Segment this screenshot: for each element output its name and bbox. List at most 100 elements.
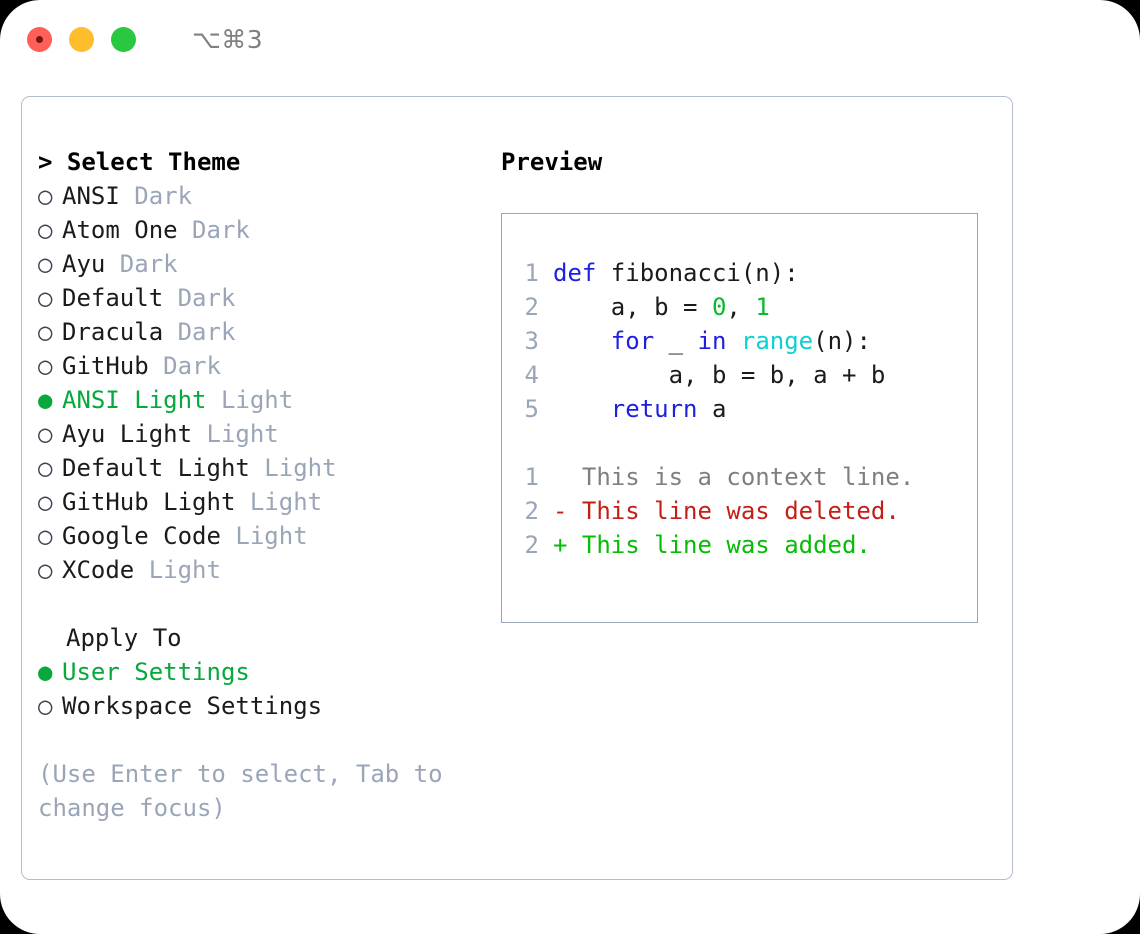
apply-to-row[interactable]: ○Workspace Settings: [38, 689, 498, 723]
theme-variant-label: Light: [235, 488, 323, 516]
radio-unselected-icon[interactable]: ○: [38, 352, 53, 380]
code-token: return: [610, 395, 698, 423]
code-line-text: for _ in range(n):: [553, 324, 871, 358]
code-line-text: a, b = b, a + b: [553, 358, 886, 392]
diff-line-text: + This line was added.: [553, 531, 871, 559]
code-token: fibonacci(n):: [596, 259, 799, 287]
code-token: [726, 327, 740, 355]
apply-to-list[interactable]: ● User Settings ○Workspace Settings: [38, 655, 498, 723]
code-line-number: 2: [524, 293, 539, 321]
code-line-text: a, b = 0, 1: [553, 290, 770, 324]
maximize-window-button[interactable]: [111, 26, 136, 52]
code-line: 4 a, b = b, a + b: [515, 358, 971, 392]
radio-selected-icon[interactable]: ●: [38, 658, 53, 686]
code-line-text: return a: [553, 392, 727, 426]
diff-sample: 1 This is a context line. 2- This line wa…: [515, 460, 971, 562]
theme-row[interactable]: ○ GitHub Dark: [38, 349, 498, 383]
code-token: (n):: [813, 327, 871, 355]
theme-variant-label: Light: [192, 420, 279, 448]
code-line-number: 3: [524, 327, 539, 355]
apply-to-row[interactable]: ● User Settings: [38, 655, 498, 689]
code-line-number: 4: [524, 361, 539, 389]
code-token: 1: [755, 293, 770, 321]
apply-to-label: User Settings: [62, 658, 250, 686]
theme-row[interactable]: ○Ayu Dark: [38, 247, 498, 281]
theme-row[interactable]: ○ Atom One Dark: [38, 213, 498, 247]
list-spacer: [38, 587, 498, 621]
theme-name-label: Default: [62, 284, 164, 312]
code-token: a, b =: [553, 293, 712, 321]
code-token: [553, 327, 611, 355]
theme-name-label: ANSI Light: [62, 386, 207, 414]
code-diff-gap: [515, 426, 971, 460]
theme-name-label: XCode: [62, 556, 135, 584]
close-window-button[interactable]: [27, 26, 52, 52]
code-token: for: [610, 327, 655, 355]
radio-unselected-icon[interactable]: ○: [38, 182, 53, 210]
theme-name-label: Dracula: [62, 318, 164, 346]
diff-line: 2 + This line was added.: [515, 528, 971, 562]
radio-selected-icon[interactable]: ●: [38, 386, 53, 414]
theme-row[interactable]: ○XCode Light: [38, 553, 498, 587]
theme-selector-column: > Select Theme ○ANSI Dark○Atom One Dark○…: [38, 145, 498, 825]
code-token: a: [697, 395, 727, 423]
code-token: [553, 395, 611, 423]
keyboard-shortcut-label: ⌥⌘3: [192, 24, 264, 54]
theme-variant-label: Dark: [105, 250, 178, 278]
code-line: 1 def fibonacci(n):: [515, 256, 971, 290]
code-token: 0: [711, 293, 727, 321]
code-line-text: def fibonacci(n):: [553, 256, 799, 290]
radio-unselected-icon[interactable]: ○: [38, 318, 53, 346]
theme-row[interactable]: ○ GitHub Light Light: [38, 485, 498, 519]
theme-variant-label: Dark: [163, 284, 236, 312]
diff-line-number: 2: [524, 531, 539, 559]
theme-name-label: ANSI: [62, 182, 120, 210]
theme-row[interactable]: ○Dracula Dark: [38, 315, 498, 349]
diff-line: 2- This line was deleted.: [515, 494, 971, 528]
apply-to-heading: Apply To: [66, 624, 182, 652]
radio-unselected-icon[interactable]: ○: [38, 488, 53, 516]
preview-heading: Preview: [501, 148, 603, 176]
theme-variant-label: Light: [220, 522, 308, 550]
theme-name-label: Atom One: [62, 216, 178, 244]
theme-variant-label: Dark: [177, 216, 250, 244]
main-panel: > Select Theme ○ANSI Dark○Atom One Dark○…: [21, 96, 1013, 880]
theme-row[interactable]: ○ Google Code Light: [38, 519, 498, 553]
theme-name-label: GitHub: [62, 352, 149, 380]
theme-row[interactable]: ○ Default Dark: [38, 281, 498, 315]
diff-line-text: This is a context line.: [553, 463, 915, 491]
title-bar: ⌥⌘3: [0, 0, 1140, 78]
minimize-window-button[interactable]: [69, 26, 94, 52]
theme-row[interactable]: ○Ayu Light Light: [38, 417, 498, 451]
theme-name-label: GitHub Light: [62, 488, 236, 516]
code-line-number: 1: [524, 259, 539, 287]
diff-line-number: 1: [524, 463, 539, 491]
radio-unselected-icon[interactable]: ○: [38, 284, 53, 312]
window-controls: [27, 26, 136, 52]
radio-unselected-icon[interactable]: ○: [38, 522, 53, 550]
code-line: 3 for _ in range(n):: [515, 324, 971, 358]
theme-row[interactable]: ● ANSI Light Light: [38, 383, 498, 417]
radio-unselected-icon[interactable]: ○: [38, 250, 53, 278]
radio-unselected-icon[interactable]: ○: [38, 454, 53, 482]
theme-variant-label: Dark: [119, 182, 193, 210]
code-line: 5 return a: [515, 392, 971, 426]
theme-row[interactable]: ○ ANSI Dark: [38, 179, 498, 213]
theme-name-label: Google Code: [62, 522, 221, 550]
radio-unselected-icon[interactable]: ○: [38, 556, 53, 584]
theme-variant-label: Dark: [148, 352, 221, 380]
code-line-number: 5: [524, 395, 539, 423]
radio-unselected-icon[interactable]: ○: [38, 216, 53, 244]
select-theme-heading: > Select Theme: [38, 148, 241, 176]
radio-unselected-icon[interactable]: ○: [38, 692, 53, 720]
radio-unselected-icon[interactable]: ○: [38, 420, 53, 448]
theme-row[interactable]: ○Default Light Light: [38, 451, 498, 485]
theme-list[interactable]: ○ANSI Dark○Atom One Dark○Ayu Dark○Defaul…: [38, 179, 498, 587]
theme-variant-label: Light: [206, 386, 294, 414]
code-token: _: [654, 327, 698, 355]
